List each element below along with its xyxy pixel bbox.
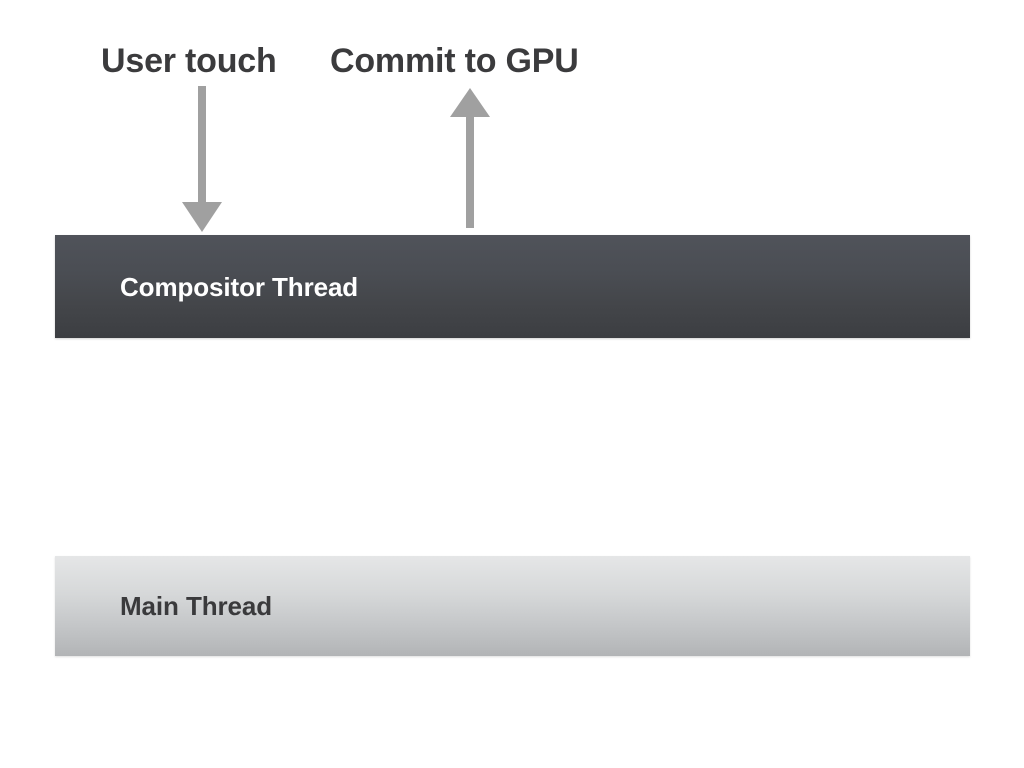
- arrow-up-icon: [450, 88, 490, 228]
- thread-lane-compositor: Compositor Thread: [55, 235, 970, 338]
- thread-lane-main: Main Thread: [55, 556, 970, 656]
- thread-lane-label-compositor: Compositor Thread: [120, 271, 359, 302]
- thread-lane-label-main: Main Thread: [120, 591, 273, 621]
- arrow-down-icon: [182, 86, 222, 232]
- event-label-user-touch: User touch: [101, 42, 277, 80]
- event-label-commit-to-gpu: Commit to GPU: [330, 42, 579, 80]
